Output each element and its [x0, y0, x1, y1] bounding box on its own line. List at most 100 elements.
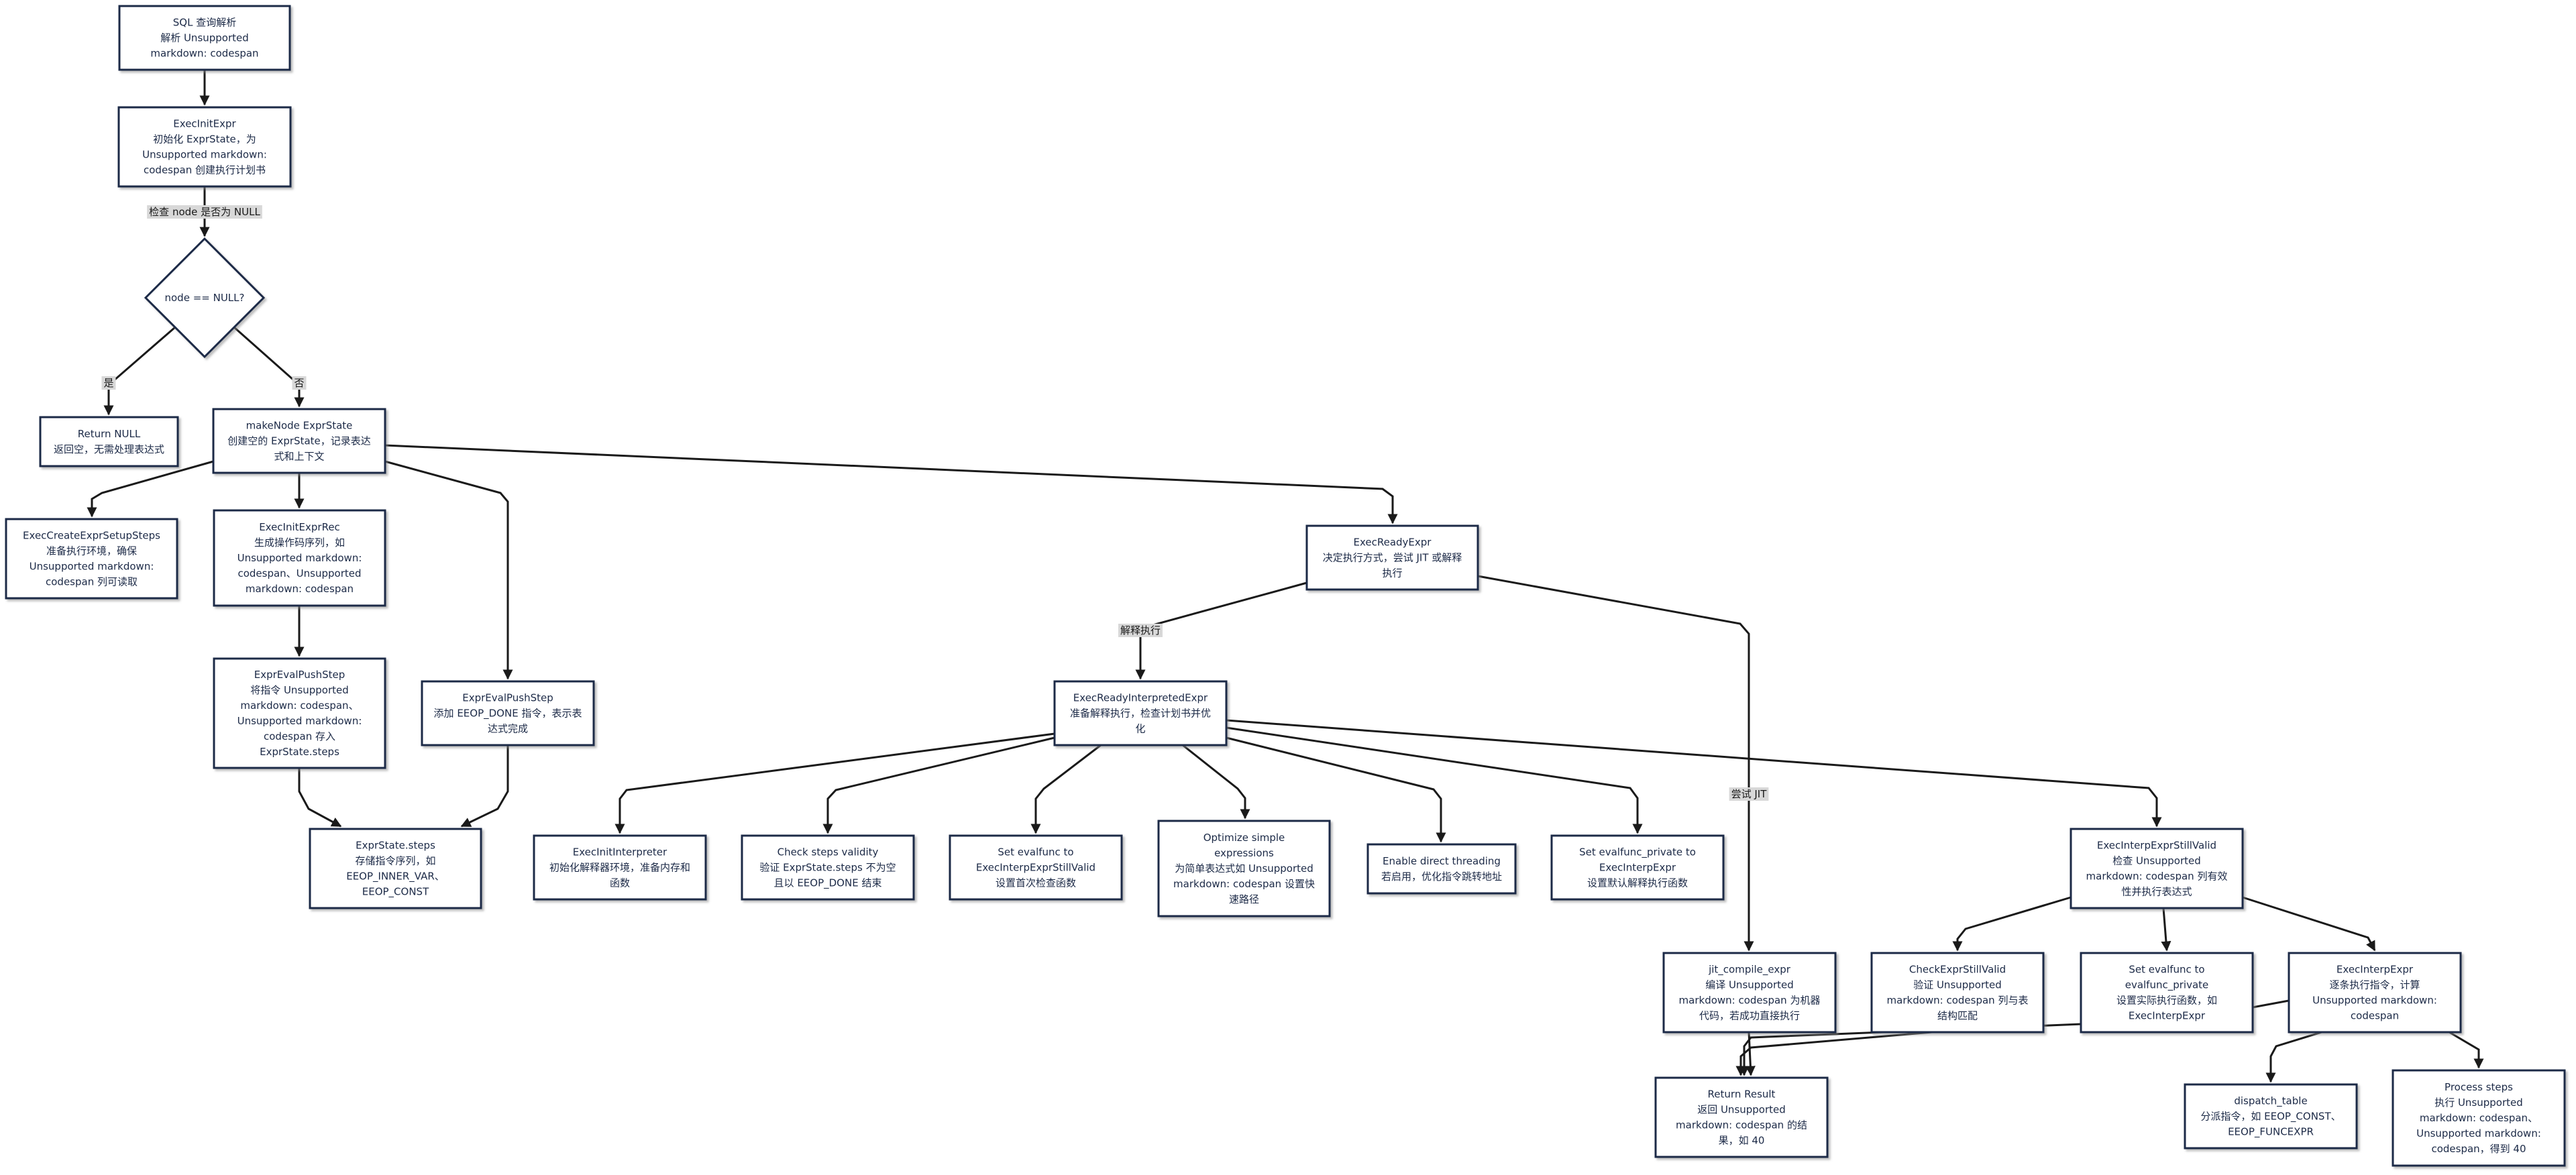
- node-text-line: markdown: codespan、: [240, 700, 358, 712]
- node-set-private2: Set evalfunc to evalfunc_private 设置实际执行函数，…: [2080, 952, 2254, 1033]
- node-text-line: 存储指令序列，如: [355, 855, 435, 867]
- node-text-line: 准备解释执行，检查计划书并优: [1070, 708, 1211, 720]
- edge-label-text: 检查 node 是否为 NULL: [149, 206, 260, 218]
- edge-label-no: 否: [292, 376, 307, 390]
- node-text-line: 验证 ExprState.steps 不为空: [759, 862, 896, 874]
- node-text-line: Unsupported markdown:: [2416, 1127, 2541, 1139]
- node-text-line: codespan 列可读取: [46, 576, 138, 588]
- node-box: [2392, 1069, 2566, 1167]
- edge-makenode-to-readyexpr: [384, 444, 1398, 524]
- node-text-line: 且以 EEOP_DONE 结束: [774, 877, 882, 890]
- node-text-line: 设置首次检查函数: [996, 877, 1076, 889]
- node-box: [39, 416, 179, 467]
- node-text-line: ExecCreateExprSetupSteps: [23, 530, 160, 542]
- edge-decision-to-makenode: [233, 326, 305, 408]
- node-text-line: codespan 创建执行计划书: [144, 164, 266, 176]
- node-box: [1157, 820, 1331, 917]
- node-text-line: markdown: codespan 的结: [1676, 1119, 1807, 1131]
- node-text-line: evalfunc_private: [2125, 979, 2209, 992]
- node-text-line: 设置实际执行函数，如: [2116, 995, 2217, 1007]
- edge-label-yes: 是: [101, 376, 116, 390]
- node-text-line: ExecInitExprRec: [259, 521, 340, 533]
- node-box: [1870, 952, 2045, 1033]
- node-text-line: 果，如 40: [1719, 1135, 1765, 1147]
- node-text-line: markdown: codespan 列有效: [2086, 871, 2228, 883]
- node-text-line: 决定执行方式，尝试 JIT 或解释: [1323, 552, 1462, 564]
- node-text-line: 返回空，无需处理表达式: [54, 443, 164, 455]
- node-text-line: ExprState.steps: [356, 840, 435, 852]
- edge-interpexpr-to-setprivate2-link: [2252, 999, 2290, 1009]
- node-text-line: Unsupported markdown:: [237, 715, 362, 727]
- node-text-line: 添加 EEOP_DONE 指令，表示表: [434, 708, 582, 720]
- node-text-line: Unsupported markdown:: [142, 149, 267, 161]
- edge-label-background: [1729, 787, 1769, 801]
- node-text-line: 函数: [610, 877, 630, 889]
- node-text-line: 初始化解释器环境，准备内存和: [549, 862, 690, 874]
- node-text-line: Return Result: [1708, 1088, 1776, 1101]
- edge-label-try-jit: 尝试 JIT: [1729, 787, 1769, 801]
- edge-readyexpr-to-interp: [1135, 581, 1307, 680]
- node-text-line: 生成操作码序列，如: [254, 537, 345, 549]
- node-box: [1305, 524, 1479, 591]
- node-text-line: 验证 Unsupported: [1913, 979, 2002, 991]
- node-box: [1550, 834, 1725, 901]
- edge-interpexpr-to-process: [2449, 1031, 2484, 1069]
- node-box: [309, 828, 482, 909]
- node-text-line: markdown: codespan 设置快: [1173, 878, 1315, 890]
- edge-stillvalid-to-setprivate2: [2161, 907, 2171, 952]
- edge-interpexpr-to-dispatch: [2265, 1031, 2322, 1083]
- node-text-line: codespan 存入: [264, 730, 335, 742]
- edge-interp-to-directthread: [1226, 736, 1446, 843]
- node-text-line: ExecInterpExpr: [2337, 964, 2414, 976]
- node-text-line: Set evalfunc to: [2129, 964, 2204, 976]
- edge-push2-to-steps: [460, 745, 509, 828]
- node-text-line: ExprState.steps: [260, 746, 339, 758]
- node-text-line: Set evalfunc_private to: [1579, 846, 1696, 859]
- node-text-line: 分派指令，如 EEOP_CONST、: [2200, 1111, 2341, 1123]
- node-box: [5, 518, 178, 600]
- node-text-line: SQL 查询解析: [173, 17, 236, 29]
- node-text-line: ExprEvalPushStep: [254, 669, 345, 681]
- node-text-line: 速路径: [1229, 893, 1259, 905]
- node-text-line: ExecReadyExpr: [1354, 537, 1432, 549]
- node-box: [118, 5, 291, 71]
- node-text-line: Unsupported markdown:: [237, 552, 362, 564]
- node-box: [741, 834, 915, 901]
- edge-push1-to-steps: [298, 768, 342, 828]
- node-text-line: 性并执行表达式: [2121, 886, 2192, 898]
- edge-label-background: [292, 376, 307, 390]
- node-box: [1053, 680, 1228, 746]
- edge-interp-to-stillvalid: [1226, 719, 2162, 828]
- edge-label-check-null: 检查 node 是否为 NULL: [147, 205, 262, 219]
- edge-label-text: 否: [294, 377, 304, 389]
- edge-label-text: 解释执行: [1120, 624, 1161, 636]
- edge-interp-to-setevalfunc: [1030, 744, 1102, 834]
- node-text-line: makeNode ExprState: [246, 420, 353, 432]
- node-text-line: 编译 Unsupported: [1705, 979, 1794, 991]
- node-text-line: Enable direct threading: [1383, 855, 1501, 867]
- node-box: [421, 680, 595, 746]
- node-text-line: 若启用，优化指令跳转地址: [1381, 871, 1502, 883]
- node-box: [1366, 843, 1517, 895]
- node-node-null: node == NULL?: [144, 237, 266, 359]
- node-text-line: ExprEvalPushStep: [462, 692, 553, 704]
- node-steps: ExprState.steps存储指令序列，如EEOP_INNER_VAR、EE…: [309, 828, 482, 909]
- node-text-line: jit_compile_expr: [1708, 964, 1791, 976]
- node-box: [2080, 952, 2254, 1033]
- node-text-line: ExecInterpExprStillValid: [2097, 840, 2216, 852]
- node-text-line: 执行 Unsupported: [2434, 1097, 2523, 1109]
- node-text-line: markdown: codespan: [150, 48, 258, 60]
- node-text-line: CheckExprStillValid: [1909, 964, 2006, 976]
- node-text-line: codespan，得到 40: [2431, 1143, 2526, 1155]
- node-text-line: 创建空的 ExprState，记录表达: [227, 435, 371, 447]
- node-text-line: 达式完成: [488, 723, 528, 735]
